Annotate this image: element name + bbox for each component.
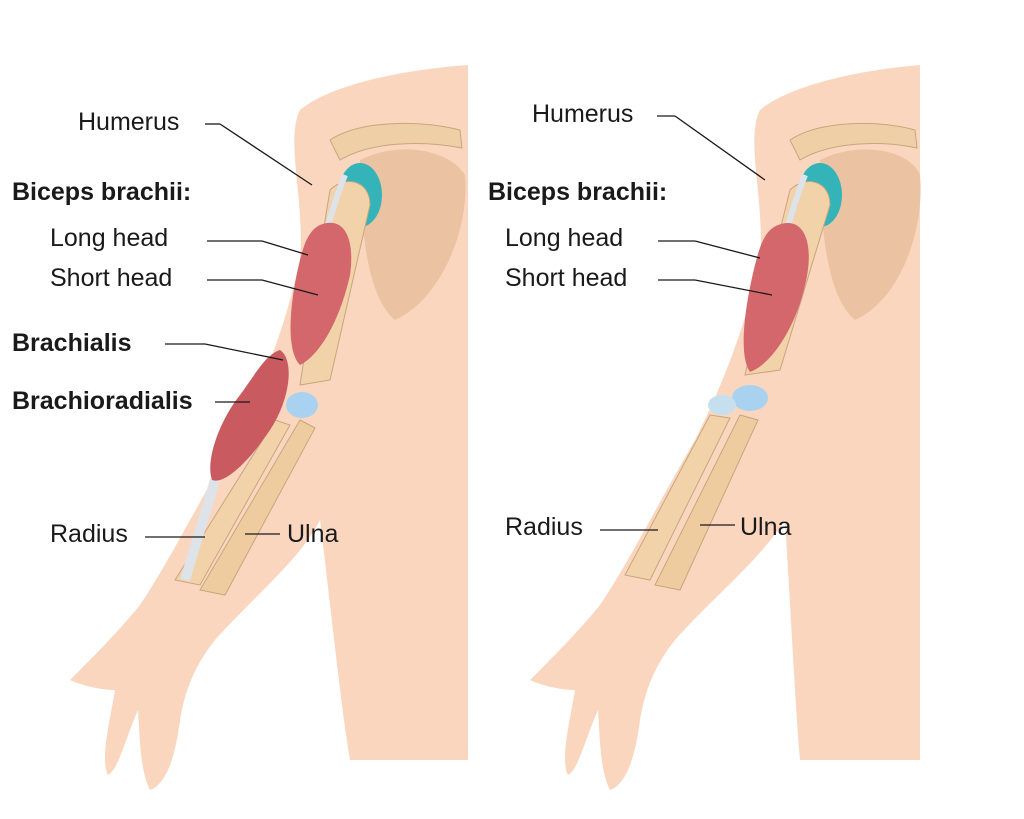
left-brachioradialis-muscle: [210, 350, 289, 481]
right-arm-panel: Humerus Biceps brachii: Long head Short …: [460, 0, 972, 819]
long-head-label: Long head: [505, 224, 624, 252]
radius-label: Radius: [505, 513, 583, 541]
short-head-label: Short head: [505, 264, 628, 292]
left-biceps-muscle: [290, 222, 352, 365]
right-biceps-muscle: [743, 223, 809, 372]
left-arm-illustration: [70, 65, 468, 790]
left-brachioradialis-tendon: [180, 478, 220, 582]
brachioradialis-label: Brachioradialis: [12, 387, 193, 415]
right-arm-illustration: [530, 65, 921, 790]
long-head-label: Long head: [50, 224, 169, 252]
left-radius-bone: [174, 419, 291, 586]
short-head-label: Short head: [50, 264, 173, 292]
right-radius-bone: [624, 414, 731, 581]
right-scapula: [820, 149, 921, 320]
left-ulna-bone: [199, 419, 316, 596]
biceps-heading-label: Biceps brachii:: [12, 178, 192, 206]
right-elbow-joint-b: [708, 395, 736, 415]
humerus-label: Humerus: [532, 100, 634, 128]
brachialis-label: Brachialis: [12, 329, 132, 357]
right-ulna-bone: [654, 414, 759, 591]
ulna-label: Ulna: [740, 513, 792, 541]
humerus-label: Humerus: [78, 108, 180, 136]
left-elbow-joint: [286, 392, 318, 418]
biceps-heading-label: Biceps brachii:: [488, 178, 668, 206]
right-leader-lines: [600, 115, 773, 531]
left-leader-lines: [145, 123, 319, 538]
left-scapula: [360, 149, 466, 320]
right-clavicle: [789, 122, 918, 161]
ulna-label: Ulna: [287, 520, 339, 548]
left-arm-panel: Humerus Biceps brachii: Long head Short …: [12, 65, 468, 790]
right-elbow-joint-a: [732, 385, 768, 411]
left-clavicle: [329, 122, 463, 161]
radius-label: Radius: [50, 520, 128, 548]
